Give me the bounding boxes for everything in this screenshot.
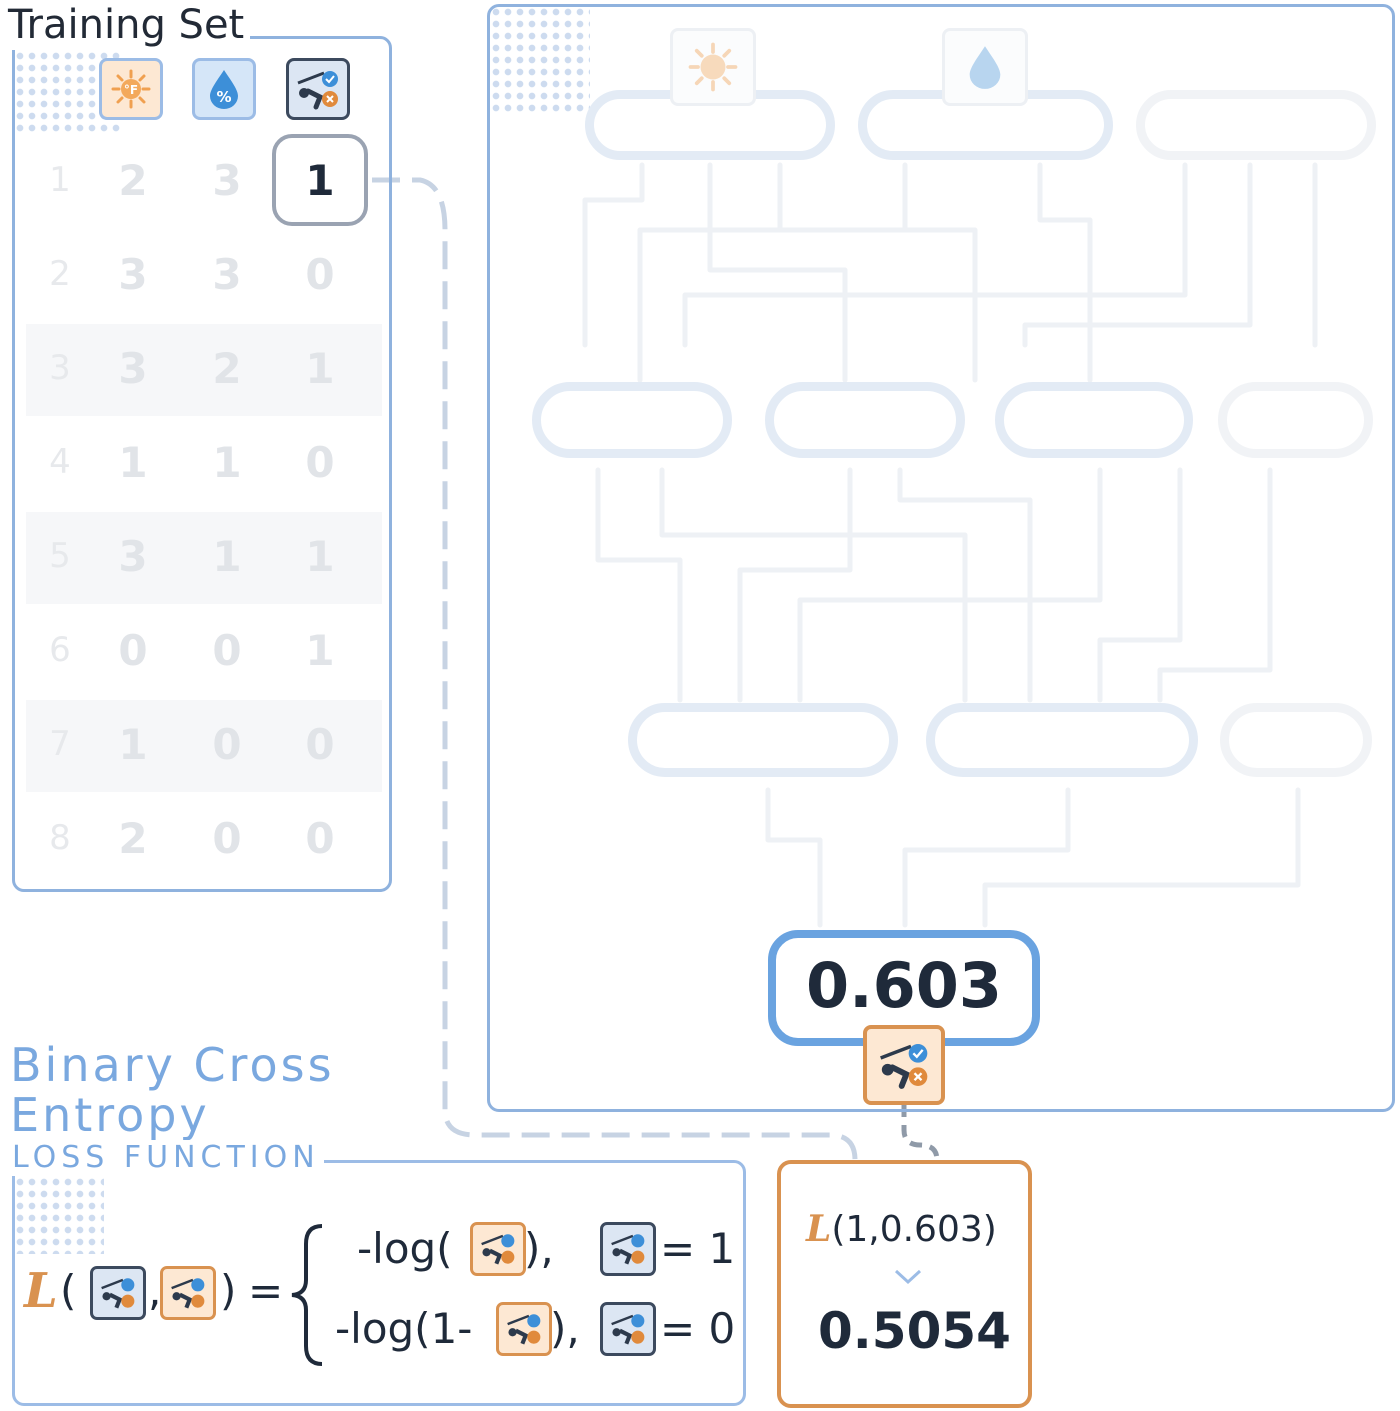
- table-cell: 0: [305, 719, 335, 769]
- loss-subtitle: LOSS FUNCTION: [12, 1140, 324, 1176]
- table-cell: 1: [118, 719, 148, 769]
- loss-title-line1: Binary Cross: [10, 1038, 335, 1092]
- table-row-index: 7: [49, 724, 71, 764]
- table-cell: 1: [212, 531, 242, 581]
- row-band: [26, 512, 382, 604]
- table-cell: 0: [305, 249, 335, 299]
- golf-play-icon: [496, 1302, 552, 1356]
- humidity-icon: [942, 28, 1028, 106]
- brace-icon: [291, 1224, 323, 1366]
- table-cell: 3: [212, 249, 242, 299]
- table-cell: 1: [305, 531, 335, 581]
- chevron-down-icon: [894, 1269, 922, 1285]
- table-cell: 0: [305, 813, 335, 863]
- case1-prefix: -log(: [357, 1224, 453, 1273]
- case2-prefix: -log(1-: [335, 1304, 473, 1353]
- table-cell: 1: [212, 437, 242, 487]
- loss-result-args: (1,0.603): [831, 1209, 997, 1250]
- table-row-index: 6: [49, 630, 71, 670]
- golf-play-icon: [863, 1025, 945, 1105]
- training-set-title: Training Set: [8, 0, 251, 50]
- table-cell: 0: [212, 813, 242, 863]
- row-band: [26, 700, 382, 792]
- hidden-node: [1136, 90, 1376, 160]
- table-cell: 1: [305, 343, 335, 393]
- dot-pattern: [14, 1164, 104, 1254]
- hidden-node: [926, 703, 1198, 777]
- table-row-index: 2: [49, 254, 71, 294]
- formula-rparen: ): [220, 1266, 237, 1315]
- table-row-index: 3: [49, 348, 71, 388]
- network-panel: [487, 4, 1395, 1112]
- loss-title: Binary Cross Entropy: [10, 1040, 335, 1140]
- row-band: [26, 324, 382, 416]
- formula-lparen: (: [60, 1266, 77, 1315]
- table-row-index: 4: [49, 442, 71, 482]
- golf-play-icon: [286, 58, 350, 120]
- table-cell: 0: [305, 437, 335, 487]
- hidden-node: [628, 703, 898, 777]
- table-cell: 3: [118, 531, 148, 581]
- table-cell: 0: [118, 625, 148, 675]
- hidden-node: [532, 382, 732, 458]
- case1-suffix: ),: [524, 1224, 554, 1273]
- highlighted-label-cell[interactable]: 1: [272, 134, 368, 226]
- svg-text:%: %: [216, 88, 231, 106]
- golf-play-icon: [160, 1266, 216, 1320]
- loss-function-panel: [12, 1160, 746, 1406]
- hidden-node: [995, 382, 1193, 458]
- table-cell: 0: [212, 719, 242, 769]
- table-row-index: 1: [49, 160, 71, 200]
- table-cell: 3: [118, 343, 148, 393]
- golf-play-icon: [470, 1222, 526, 1276]
- table-cell: 3: [212, 155, 242, 205]
- golf-play-icon: [600, 1222, 656, 1276]
- formula-equals: =: [248, 1266, 284, 1315]
- table-cell: 0: [212, 625, 242, 675]
- temperature-icon: °F: [99, 58, 163, 120]
- table-cell: 2: [118, 813, 148, 863]
- loss-result-value: 0.5054: [818, 1302, 1011, 1360]
- humidity-icon: %: [192, 58, 256, 120]
- loss-result-expression: L(1,0.603): [806, 1206, 997, 1253]
- table-cell: 3: [118, 249, 148, 299]
- hidden-node: [1220, 703, 1372, 777]
- temperature-icon: [670, 28, 756, 106]
- case2-condition: = 0: [660, 1304, 736, 1353]
- hidden-node: [765, 382, 965, 458]
- case2-suffix: ),: [550, 1304, 580, 1353]
- table-cell: 1: [305, 625, 335, 675]
- table-row-index: 5: [49, 536, 71, 576]
- golf-play-icon: [90, 1266, 146, 1320]
- hidden-node: [1218, 382, 1373, 458]
- formula-comma: ,: [148, 1266, 162, 1315]
- loss-title-line2: Entropy: [10, 1088, 210, 1142]
- table-cell: 1: [118, 437, 148, 487]
- table-cell: 2: [118, 155, 148, 205]
- dot-pattern: [490, 6, 590, 116]
- loss-symbol: L: [24, 1263, 58, 1319]
- loss-symbol: L: [806, 1208, 832, 1250]
- golf-play-icon: [600, 1302, 656, 1356]
- table-row-index: 8: [49, 818, 71, 858]
- svg-text:°F: °F: [124, 83, 138, 97]
- case1-condition: = 1: [660, 1224, 736, 1273]
- loss-result-panel: [777, 1160, 1032, 1408]
- table-cell: 2: [212, 343, 242, 393]
